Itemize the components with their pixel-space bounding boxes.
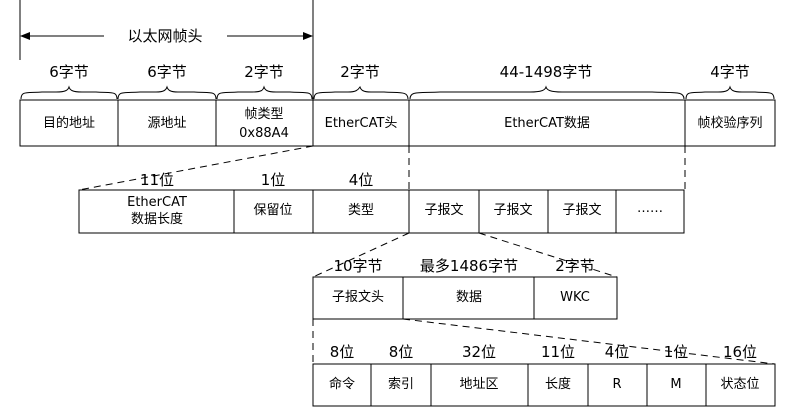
frame-row-outline xyxy=(19,99,776,147)
subframe-header-row-outline xyxy=(312,363,776,407)
bits-label-status: 16位 xyxy=(722,343,758,361)
brace-ethercat-header xyxy=(313,85,409,100)
bits-label-length: 11位 xyxy=(139,171,175,189)
cell-ethercat-length-line1: EtherCAT xyxy=(127,195,187,211)
cell-frame-type-value: 0x88A4 xyxy=(239,126,289,142)
cell-command: 命令 xyxy=(328,377,356,393)
bytes-label-ecat-header: 2字节 xyxy=(340,63,380,81)
bits-label-index: 8位 xyxy=(388,343,414,361)
cell-length: 长度 xyxy=(544,377,572,393)
cell-subframe-header: 子报文头 xyxy=(331,290,385,306)
brace-src-addr xyxy=(117,85,217,100)
bytes-label-subframe-header: 10字节 xyxy=(333,257,383,275)
cell-frame-type: 帧类型 xyxy=(244,107,284,123)
cell-ethercat-header: EtherCAT头 xyxy=(324,116,398,132)
cell-src-addr: 源地址 xyxy=(147,116,187,132)
cell-ethercat-length-line2: 数据长度 xyxy=(130,212,184,228)
cell-subframe-3: 子报文 xyxy=(562,203,602,219)
cell-m: M xyxy=(670,377,682,393)
bytes-label-dest: 6字节 xyxy=(49,63,89,81)
arrow-head-right xyxy=(303,32,313,40)
cell-dest-addr: 目的地址 xyxy=(42,116,96,132)
cell-type: 类型 xyxy=(347,203,375,219)
cell-wkc: WKC xyxy=(560,290,590,306)
bits-label-length: 11位 xyxy=(540,343,576,361)
bits-label-reserved: 1位 xyxy=(260,171,286,189)
cell-r: R xyxy=(612,377,622,393)
bits-label-address: 32位 xyxy=(461,343,497,361)
cell-subframe-2: 子报文 xyxy=(493,203,533,219)
cell-subframe-1: 子报文 xyxy=(424,203,464,219)
bits-label-m: 1位 xyxy=(663,343,689,361)
cell-ethercat-data: EtherCAT数据 xyxy=(504,116,590,132)
ethercat-header-row-outline xyxy=(78,189,685,234)
cell-index: 索引 xyxy=(387,377,415,393)
bytes-label-type: 2字节 xyxy=(244,63,284,81)
cell-status: 状态位 xyxy=(720,377,760,393)
cell-reserved: 保留位 xyxy=(253,203,293,219)
brace-fcs xyxy=(685,85,775,100)
brace-ethercat-data xyxy=(409,85,685,100)
bytes-label-fcs: 4字节 xyxy=(710,63,750,81)
ethernet-header-label: 以太网帧头 xyxy=(127,27,203,45)
brace-frame-type xyxy=(216,85,313,100)
cell-address: 地址区 xyxy=(459,377,499,393)
bits-label-command: 8位 xyxy=(329,343,355,361)
cell-fcs: 帧校验序列 xyxy=(697,116,763,132)
bits-label-r: 4位 xyxy=(604,343,630,361)
brace-dest-addr xyxy=(20,85,118,100)
bits-label-type: 4位 xyxy=(348,171,374,189)
bytes-label-subframe-data: 最多1486字节 xyxy=(419,257,519,275)
arrow-head-left xyxy=(20,32,30,40)
cell-subframe-data: 数据 xyxy=(455,290,483,306)
cell-subframe-ellipsis: …… xyxy=(637,201,663,217)
bytes-label-ecat-data: 44-1498字节 xyxy=(499,63,593,81)
subframe-detail-row-outline xyxy=(312,276,618,320)
expansion-lines xyxy=(78,145,776,365)
bytes-label-src: 6字节 xyxy=(147,63,187,81)
bytes-label-wkc: 2字节 xyxy=(555,257,595,275)
